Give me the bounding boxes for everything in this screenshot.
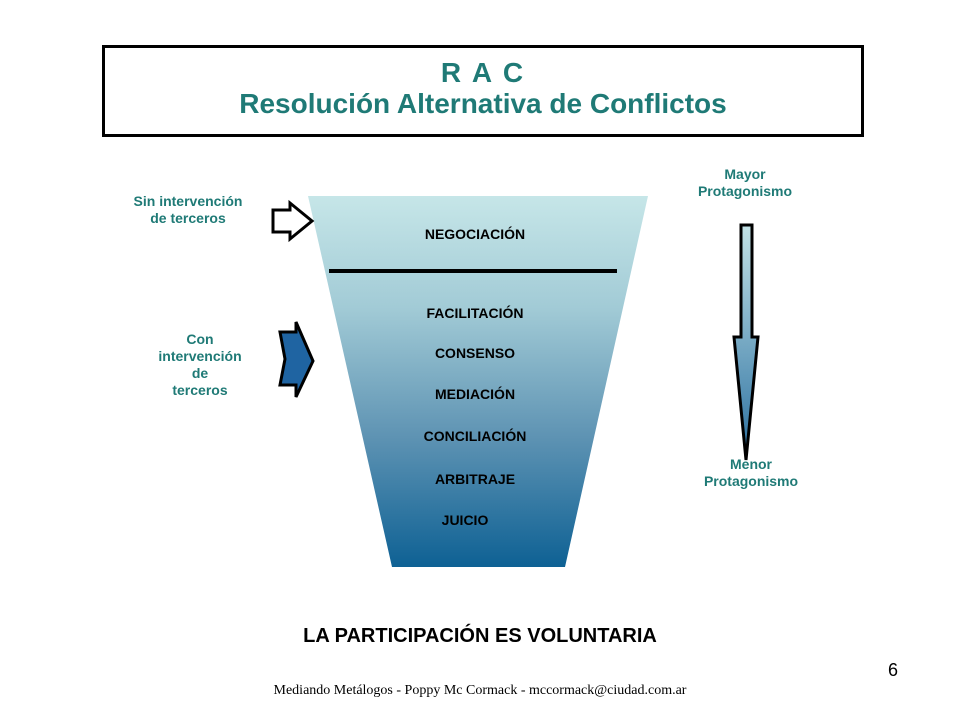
right-arrow-icon-large <box>278 321 315 398</box>
title-acronym: R A C <box>440 57 526 88</box>
right-arrow-icon-small <box>271 199 315 243</box>
label-without-third-party: Sin intervención de terceros <box>133 193 243 226</box>
funnel-item-consenso: CONSENSO <box>434 345 516 361</box>
down-arrow-icon <box>732 223 760 461</box>
funnel-item-juicio: JUICIO <box>441 512 489 528</box>
funnel-item-arbitraje: ARBITRAJE <box>434 471 516 487</box>
label-more-protagonism: Mayor Protagonismo <box>697 166 793 199</box>
funnel-item-conciliacion: CONCILIACIÓN <box>423 428 527 444</box>
funnel-item-mediacion: MEDIACIÓN <box>434 386 516 402</box>
title-box: R A C Resolución Alternativa de Conflict… <box>102 45 864 137</box>
label-less-protagonism: Menor Protagonismo <box>703 456 799 489</box>
label-with-third-party: Con intervención de terceros <box>158 331 242 398</box>
voluntary-participation-statement: LA PARTICIPACIÓN ES VOLUNTARIA <box>303 625 657 647</box>
title-full: Resolución Alternativa de Conflictos <box>239 88 727 119</box>
funnel-shape <box>308 196 648 567</box>
author-credit: Mediando Metálogos - Poppy Mc Cormack - … <box>273 683 687 698</box>
page-number: 6 <box>888 660 899 680</box>
funnel-item-facilitacion: FACILITACIÓN <box>426 305 524 321</box>
funnel-item-negociacion: NEGOCIACIÓN <box>424 226 526 242</box>
